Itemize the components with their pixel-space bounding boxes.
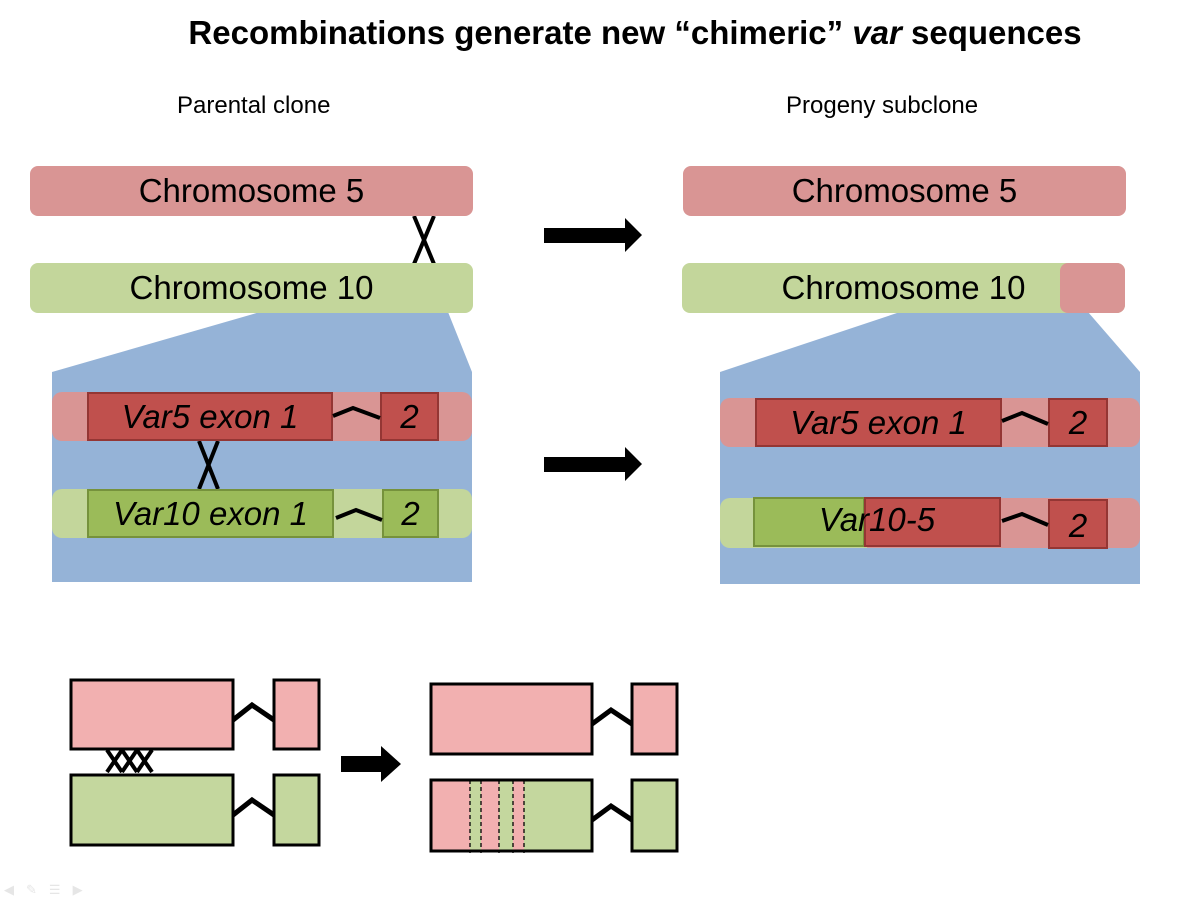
parental-var5-exon1: Var5 exon 1 bbox=[87, 392, 333, 441]
chimeric-var10-part bbox=[753, 497, 865, 547]
chimeric-gene-label: Var10-5 bbox=[818, 501, 936, 538]
schematic-green-exon2 bbox=[272, 773, 321, 847]
progeny-var5-exon1: Var5 exon 1 bbox=[755, 398, 1002, 447]
mosaic-segment-pink bbox=[513, 780, 524, 851]
schematic-pink-exon2 bbox=[272, 678, 321, 751]
slide-title: Recombinations generate new “chimeric” v… bbox=[188, 14, 1082, 51]
mosaic-segment-pink bbox=[481, 780, 499, 851]
chromosome-crossover-icon bbox=[412, 215, 436, 265]
mosaic-segment-pink bbox=[431, 780, 470, 851]
schematic-result-pink-intron bbox=[590, 706, 634, 727]
parental-chromosome-10: Chromosome 10 bbox=[30, 263, 473, 313]
arrow-right-icon-bottom bbox=[341, 746, 401, 782]
parental-clone-heading: Parental clone bbox=[177, 92, 331, 119]
schematic-result-pink-exon2 bbox=[630, 682, 679, 756]
arrow-right-icon[interactable]: ▶ bbox=[72, 882, 83, 897]
menu-icon[interactable]: ☰ bbox=[48, 882, 61, 897]
progeny-chromosome-5: Chromosome 5 bbox=[683, 166, 1126, 216]
progeny-subclone-heading: Progeny subclone bbox=[786, 92, 979, 119]
arrow-right-icon-top bbox=[544, 218, 642, 252]
progeny-chromosome-10: Chromosome 10 bbox=[682, 263, 1125, 313]
schematic-chimeric-exon1 bbox=[429, 778, 594, 853]
schematic-pink-intron bbox=[231, 701, 276, 723]
progeny-var5-exon2: 2 bbox=[1048, 398, 1108, 447]
multiple-crossover-icon bbox=[105, 748, 154, 774]
pen-icon[interactable]: ✎ bbox=[26, 882, 37, 897]
parental-var10-exon1: Var10 exon 1 bbox=[87, 489, 334, 538]
schematic-result-green-intron bbox=[590, 802, 634, 823]
translocated-segment bbox=[1060, 263, 1125, 313]
schematic-parental bbox=[69, 678, 321, 847]
gene-crossover-icon bbox=[197, 440, 220, 490]
schematic-green-exon1 bbox=[69, 773, 235, 847]
schematic-result-pink-exon1 bbox=[429, 682, 594, 756]
schematic-green-intron bbox=[231, 796, 276, 818]
schematic-pink-exon1 bbox=[69, 678, 235, 751]
schematic-result-green-exon2 bbox=[630, 778, 679, 853]
schematic-progeny bbox=[429, 682, 679, 853]
slide-nav-bar: ◀ ✎ ☰ ▶ bbox=[4, 882, 83, 898]
progeny-chromosome-10-label: Chromosome 10 bbox=[781, 269, 1026, 306]
parental-var10-exon2: 2 bbox=[382, 489, 439, 538]
arrow-right-icon-middle bbox=[544, 447, 642, 481]
parental-var5-exon2: 2 bbox=[380, 392, 439, 441]
title-italic-word: var bbox=[852, 14, 902, 51]
arrow-left-icon[interactable]: ◀ bbox=[4, 882, 14, 897]
parental-chromosome-5: Chromosome 5 bbox=[30, 166, 473, 216]
chimeric-var5-part bbox=[864, 497, 1001, 547]
parental-zoom-panel bbox=[52, 312, 472, 582]
progeny-chimeric-exon2: 2 bbox=[1048, 499, 1108, 549]
